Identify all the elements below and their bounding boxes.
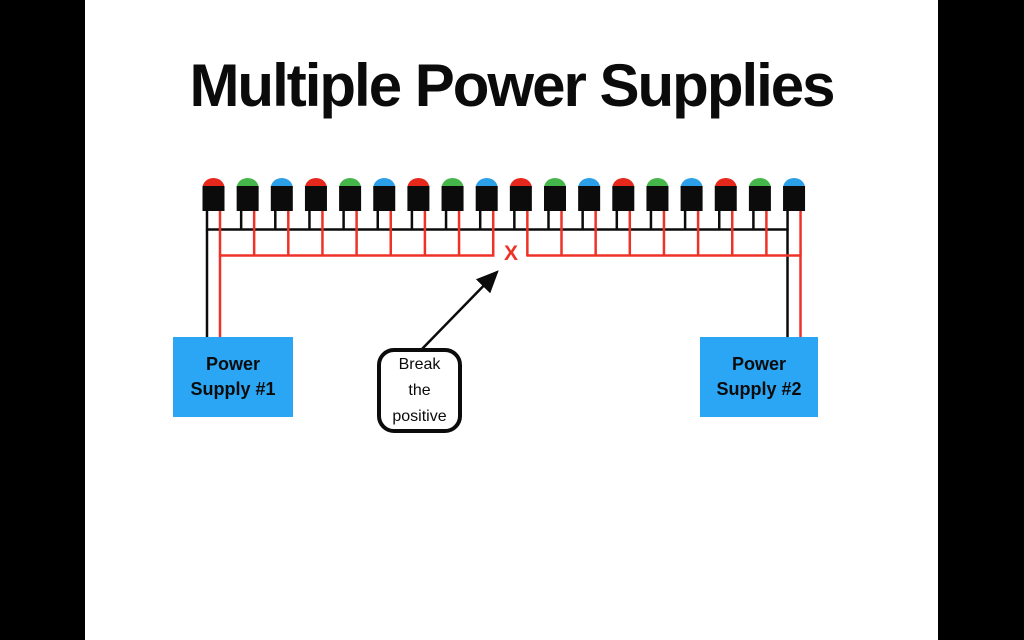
slide-title: Multiple Power Supplies: [189, 52, 835, 119]
led-body: [236, 186, 259, 211]
led-body: [714, 186, 737, 211]
led-10-red: [509, 178, 532, 211]
led-16-red: [714, 178, 737, 211]
led-body: [202, 186, 225, 211]
led-1-red: [202, 178, 225, 211]
power-supply-1-label-line1: Power: [205, 354, 261, 374]
led-body: [783, 186, 806, 211]
led-body: [544, 186, 566, 211]
power-supply-2-box: Power Supply #2: [700, 337, 818, 417]
led-11-green: [544, 178, 566, 211]
led-dome-green: [236, 178, 259, 188]
power-supply-2-label-line2: Supply #2: [716, 379, 802, 399]
led-14-green: [646, 178, 669, 211]
led-8-green: [441, 178, 464, 211]
callout-line2: the: [408, 381, 431, 399]
wiring-diagram: [202, 177, 806, 350]
led-body: [578, 186, 601, 211]
led-6-blue: [373, 178, 396, 211]
led-dome-red: [714, 178, 737, 188]
led-17-green: [748, 178, 771, 211]
led-dome-green: [339, 178, 362, 188]
led-body: [612, 186, 635, 211]
led-body: [748, 186, 771, 211]
callout-line1: Break: [398, 355, 441, 373]
led-body: [339, 186, 362, 211]
led-dome-green: [748, 178, 771, 188]
power-supply-2-label-line1: Power: [731, 354, 787, 374]
led-dome-green: [544, 178, 566, 188]
led-dome-red: [612, 178, 635, 188]
power-supply-1-label-line2: Supply #1: [190, 379, 276, 399]
led-dome-blue: [373, 178, 396, 188]
break-x-marker: X: [503, 242, 518, 265]
led-body: [680, 186, 703, 211]
led-dome-blue: [475, 178, 498, 188]
led-15-blue: [680, 178, 703, 211]
led-12-blue: [578, 177, 601, 211]
led-4-red: [304, 178, 327, 211]
led-dome-blue: [680, 178, 703, 188]
led-body: [441, 186, 464, 211]
led-13-red: [612, 178, 635, 211]
led-dome-red: [202, 178, 225, 188]
led-7-red: [407, 178, 430, 211]
led-dome-blue: [270, 178, 293, 188]
led-dome-blue: [578, 177, 601, 188]
led-dome-red: [509, 178, 532, 188]
led-body: [407, 186, 430, 211]
slide-canvas: Multiple Power Supplies Power Supply #1 …: [85, 0, 938, 640]
led-2-green: [236, 178, 259, 211]
led-9-blue: [475, 178, 498, 211]
led-5-green: [339, 178, 362, 211]
led-body: [304, 186, 327, 211]
callout-line3: positive: [392, 407, 447, 425]
led-body: [475, 186, 498, 211]
annotation-arrow: [421, 270, 499, 350]
led-dome-blue: [783, 178, 806, 188]
led-dome-red: [304, 178, 327, 188]
led-dome-red: [407, 178, 430, 188]
led-3-blue: [270, 178, 293, 211]
led-body: [373, 186, 396, 211]
power-supply-1-box: Power Supply #1: [173, 337, 293, 417]
led-18-blue: [783, 178, 806, 211]
led-body: [270, 186, 293, 211]
led-dome-green: [441, 178, 464, 188]
led-dome-green: [646, 178, 669, 188]
led-body: [509, 186, 532, 211]
led-body: [646, 186, 669, 211]
break-positive-callout: Break the positive: [377, 348, 462, 433]
